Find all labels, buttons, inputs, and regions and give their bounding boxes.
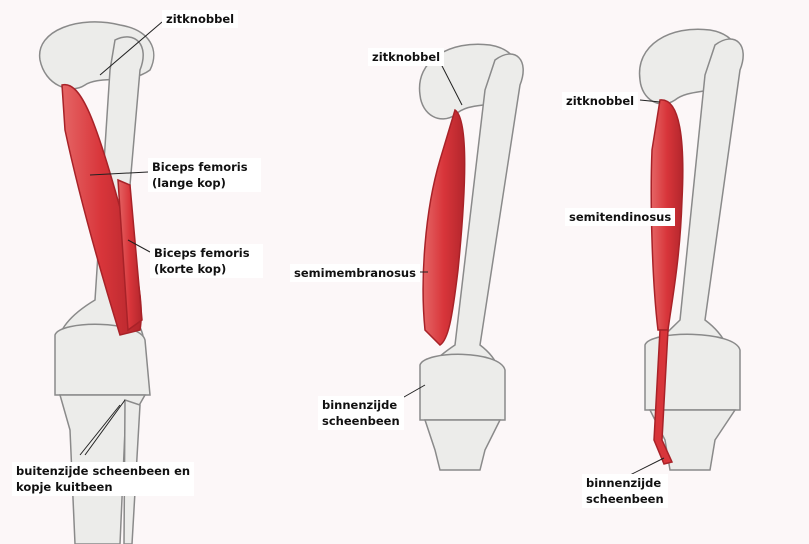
label-zitknobbel-1: zitknobbel (162, 10, 239, 28)
label-semimembranosus: semimembranosus (290, 264, 420, 282)
label-insertion-fig2: binnenzijde scheenbeen (318, 396, 404, 430)
label-insertion-fig1: buitenzijde scheenbeen en kopje kuitbeen (12, 462, 195, 496)
figure-semimembranosus (418, 43, 524, 471)
label-line: scheenbeen (586, 492, 664, 506)
label-line: (korte kop) (154, 262, 227, 276)
tendon-semitendinosus (653, 329, 674, 465)
label-biceps-femoris-long-head: Biceps femoris (lange kop) (148, 158, 261, 192)
knee (644, 333, 741, 411)
muscle-semimembranosus (422, 108, 466, 346)
label-line: binnenzijde (586, 476, 662, 490)
label-line: Biceps femoris (152, 160, 248, 174)
label-line: binnenzijde (322, 398, 398, 412)
label-line: scheenbeen (322, 414, 400, 428)
label-zitknobbel-2: zitknobbel (368, 48, 445, 66)
muscle-biceps-short (117, 178, 143, 332)
label-insertion-fig3: binnenzijde scheenbeen (582, 474, 668, 508)
figure-biceps-femoris (39, 21, 155, 544)
label-zitknobbel-3: zitknobbel (562, 92, 639, 110)
figure-semitendinosus (638, 28, 744, 471)
label-line: buitenzijde scheenbeen en (16, 464, 191, 478)
label-line: Biceps femoris (154, 246, 250, 260)
tibia (648, 409, 737, 471)
label-biceps-femoris-short-head: Biceps femoris (korte kop) (150, 244, 263, 278)
knee (419, 353, 506, 421)
label-semitendinosus: semitendinosus (565, 208, 676, 226)
knee (54, 323, 151, 396)
tibia (423, 419, 502, 471)
label-line: kopje kuitbeen (16, 480, 113, 494)
label-line: (lange kop) (152, 176, 226, 190)
